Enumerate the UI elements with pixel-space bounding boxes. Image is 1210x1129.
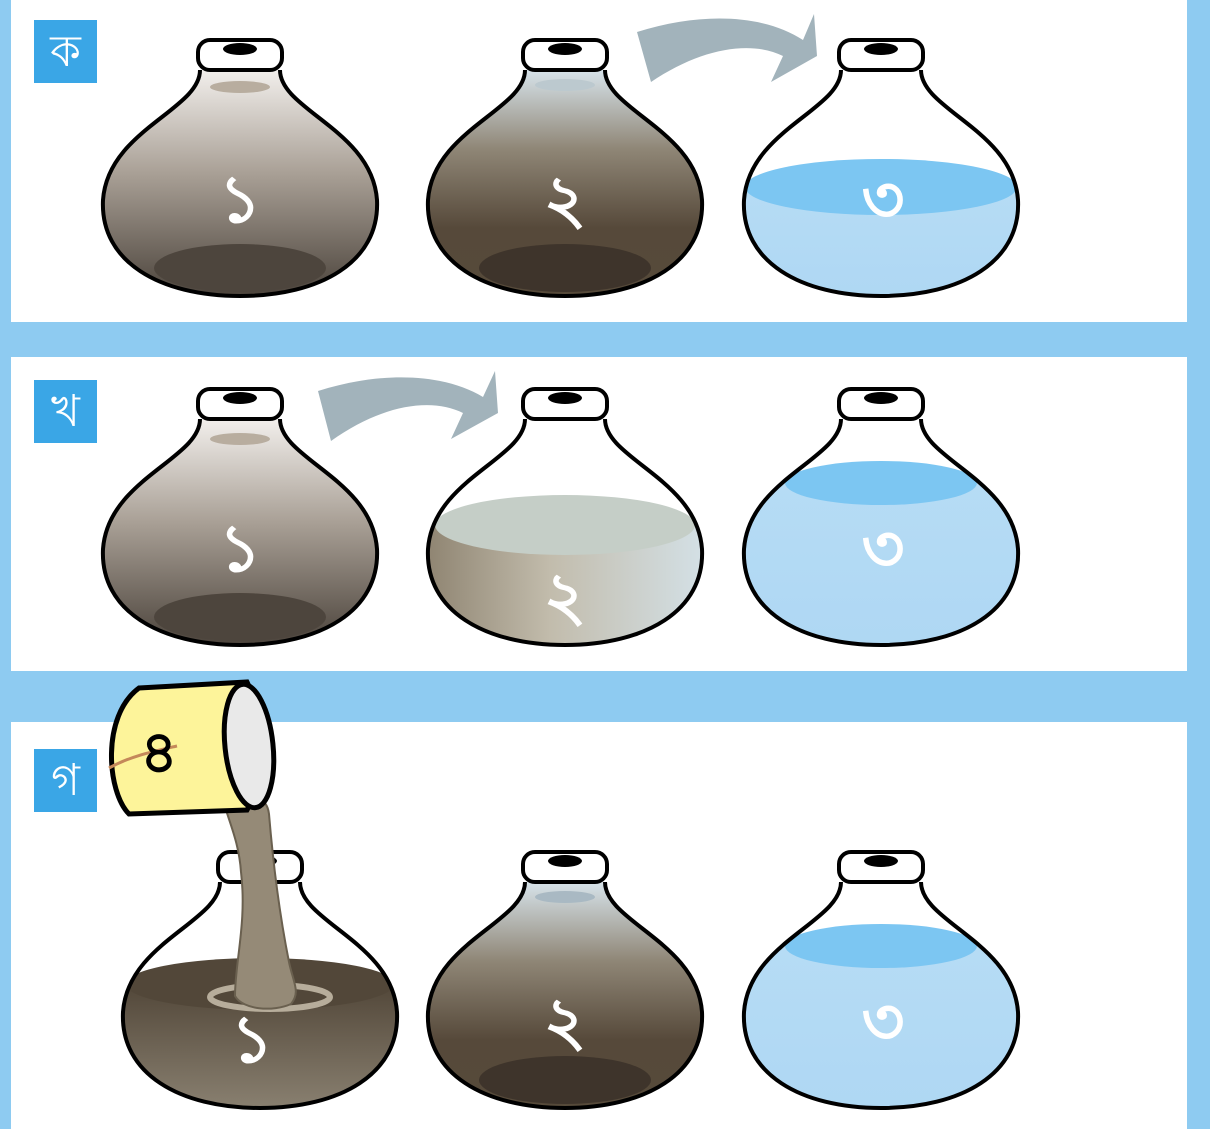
- jar-3: ৩: [741, 38, 1021, 299]
- jar-number-3: ৩: [862, 510, 905, 587]
- jar-1: ১: [100, 38, 380, 299]
- arrow-2-to-3: [637, 14, 817, 82]
- jar-number-1: ১: [219, 510, 262, 587]
- arrow-1-to-2: [318, 371, 498, 441]
- jar-number-2: ২: [544, 161, 587, 238]
- panel-ka: ক: [11, 0, 1187, 322]
- panel-label-badge: খ: [34, 380, 97, 443]
- mud-pour-stream: [221, 795, 297, 1010]
- jar-number-2: ২: [544, 558, 587, 635]
- panel-label-badge: ক: [34, 20, 97, 83]
- jar-number-3: ৩: [862, 983, 905, 1060]
- jar-2: ২: [425, 38, 705, 299]
- jar-3: ৩: [741, 387, 1021, 648]
- panel-ga: গ: [11, 679, 1187, 1129]
- jar-number-1: ১: [231, 1001, 274, 1078]
- panel-ga-art: ১ ৪ ২: [108, 679, 1021, 1111]
- panel-kha: খ ১: [11, 357, 1187, 671]
- panel-label-badge: গ: [34, 749, 97, 812]
- cup-4: ৪: [108, 679, 277, 817]
- jar-1: ১: [100, 387, 380, 648]
- jar-number-2: ২: [544, 983, 587, 1060]
- jar-number-3: ৩: [862, 161, 905, 238]
- jar-2: ২: [425, 850, 705, 1111]
- jar-number-1: ১: [219, 161, 262, 238]
- panel-ka-art: ১ ২ ৩: [100, 14, 1021, 299]
- panel-kha-art: ১ ২: [100, 371, 1021, 648]
- jar-2: ২: [425, 387, 705, 648]
- cup-number-4: ৪: [140, 718, 178, 786]
- jar-3: ৩: [741, 850, 1021, 1111]
